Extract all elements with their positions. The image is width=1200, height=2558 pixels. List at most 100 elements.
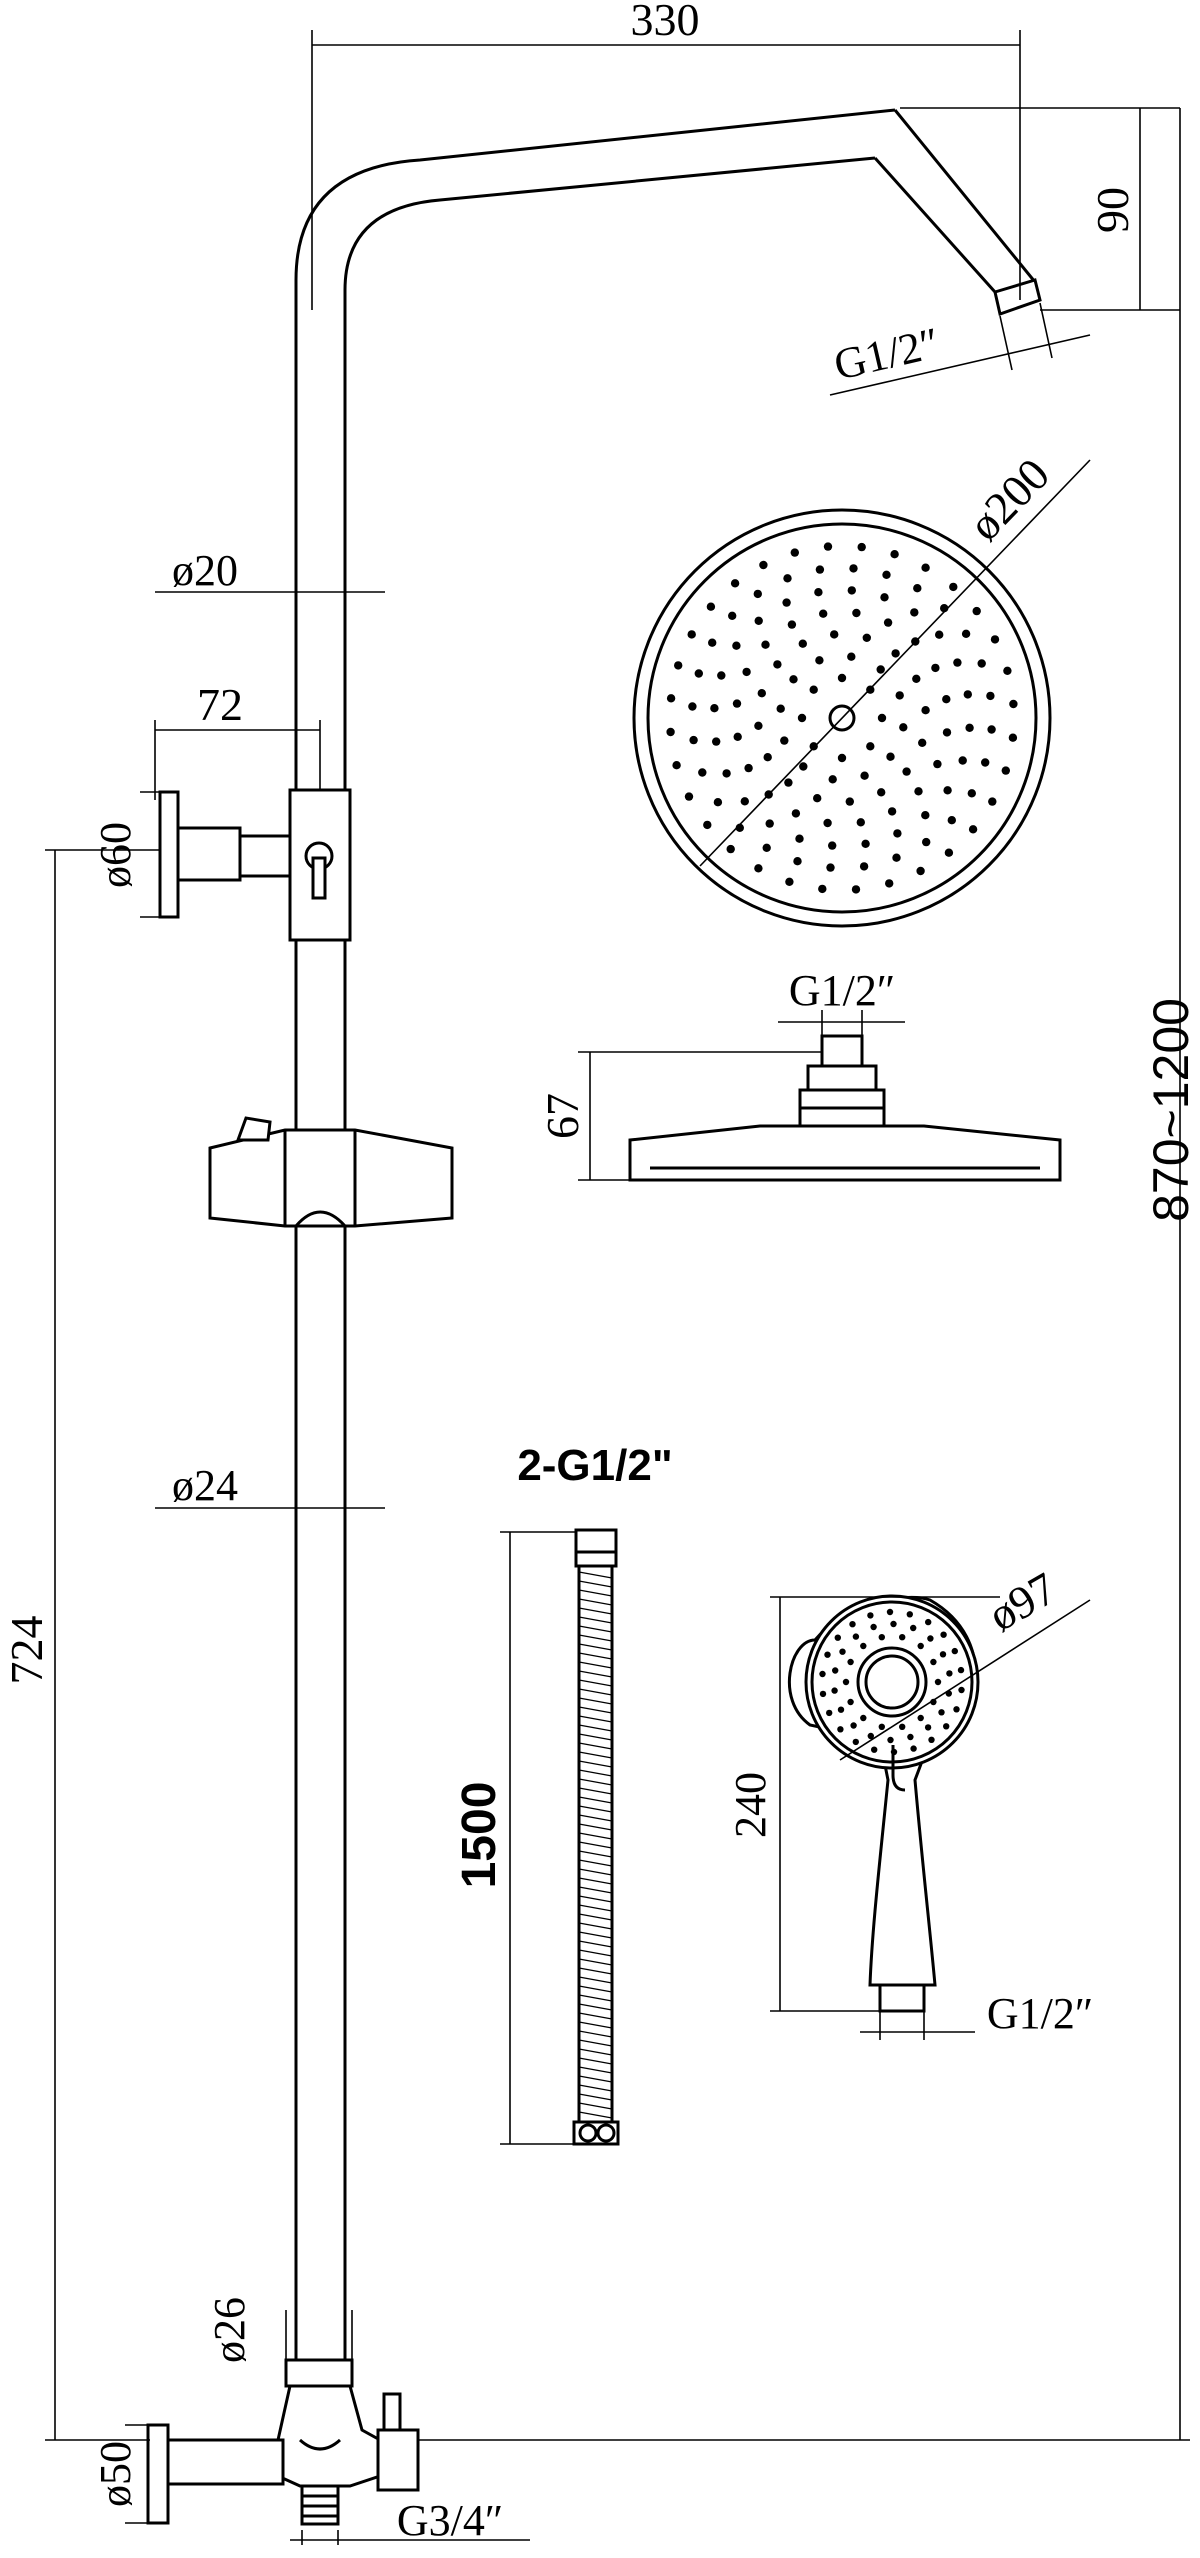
hose-coil: [578, 1643, 613, 1651]
hose-coil: [578, 1895, 613, 1903]
nozzle-dot: [823, 542, 833, 551]
hose-coil: [578, 2057, 613, 2065]
hand-nozzle-dot: [930, 1658, 937, 1666]
dim-head-height: 67: [537, 1093, 588, 1139]
nozzle-dot: [968, 825, 978, 834]
nozzle-dot: [861, 839, 870, 848]
nozzle-dot: [759, 560, 768, 570]
hand-nozzle-dot: [934, 1678, 942, 1686]
hand-nozzle-dot: [832, 1667, 839, 1674]
nozzle-dot: [949, 582, 958, 592]
hose-coil: [578, 1850, 613, 1858]
hose-coil: [578, 1733, 613, 1741]
dim-inlet-thread: G3/4″: [397, 2496, 503, 2545]
hand-nozzle-dot: [958, 1686, 965, 1694]
nozzle-dot: [776, 704, 785, 713]
dim-head-thread: G1/2″: [789, 966, 895, 1015]
slide-bar-holder: [208, 1116, 454, 1228]
hose-coil: [578, 2039, 613, 2047]
nozzle-dot: [783, 574, 792, 583]
hose-coil: [578, 2012, 613, 2020]
nozzle-dot: [717, 671, 726, 680]
hose-coil: [578, 2048, 613, 2056]
nozzle-dot: [963, 690, 972, 699]
nozzle-dot: [893, 829, 902, 838]
hand-nozzle-dot: [940, 1631, 947, 1638]
nozzle-dot: [830, 630, 839, 639]
nozzle-dot: [862, 633, 871, 642]
hand-nozzle-dot: [938, 1709, 945, 1716]
hose-coil: [578, 1634, 613, 1642]
nozzle-dot: [694, 669, 703, 678]
hand-nozzle-dot: [946, 1670, 953, 1677]
hose-coil: [578, 1661, 613, 1669]
hose-coil: [578, 2084, 613, 2092]
nozzle-dot: [740, 797, 749, 806]
hose-coil: [578, 1940, 613, 1948]
dim-column-height: 724: [1, 1616, 52, 1685]
hose-coil: [578, 2075, 613, 2083]
hand-nozzle-dot: [951, 1647, 958, 1655]
hose-coil: [578, 1616, 613, 1624]
hose-coil: [578, 1670, 613, 1678]
dim-upper-tube: ø20: [172, 546, 238, 595]
hand-nozzle-dot: [917, 1714, 924, 1722]
nozzle-dot: [703, 820, 712, 830]
nozzle-dot: [847, 652, 856, 661]
hose-coil: [578, 1697, 613, 1705]
nozzle-dot: [828, 841, 837, 850]
nozzle-dot: [793, 857, 802, 866]
hose-coil: [578, 1679, 613, 1687]
nozzle-dot: [814, 588, 823, 597]
nozzle-dot: [753, 589, 762, 599]
nozzle-dot: [921, 706, 930, 715]
nozzle-dot: [773, 660, 782, 669]
hand-nozzle-dot: [910, 1745, 917, 1752]
nozzle-dot: [891, 649, 900, 658]
hand-nozzle-dot: [852, 1633, 860, 1640]
nozzle-dot: [733, 732, 742, 741]
hand-nozzle-dot: [943, 1723, 950, 1730]
nozzle-dot: [988, 797, 997, 806]
nozzle-dot: [790, 548, 799, 557]
nozzle-dot: [732, 699, 742, 708]
dim-arm-thread: G1/2″: [829, 318, 944, 390]
hose-coil: [578, 1886, 613, 1894]
hose-coil-lines: [578, 1571, 613, 2119]
hand-nozzle-dot: [837, 1706, 845, 1713]
overhead-shower-side-view: [628, 1034, 1062, 1182]
nozzle-dot: [942, 728, 952, 737]
nozzle-dot: [837, 753, 847, 763]
nozzle-dot: [883, 618, 893, 627]
nozzle-dot: [857, 542, 866, 552]
hose-coil: [578, 1751, 613, 1759]
hand-nozzle-dot: [860, 1642, 867, 1650]
nozzle-dot: [987, 725, 996, 734]
nozzle-dot: [728, 611, 737, 620]
hand-nozzle-dot: [887, 1736, 894, 1744]
hand-nozzle-dot: [850, 1722, 857, 1729]
diverter-valve: [146, 2358, 420, 2526]
nozzle-dot: [795, 834, 804, 843]
hand-nozzle-dot: [847, 1698, 854, 1706]
hose-coil: [578, 1868, 613, 1876]
hose-coil: [578, 1580, 613, 1588]
dim-hose-threads: 2-G1/2": [517, 1441, 672, 1490]
hand-nozzle-dot: [834, 1634, 841, 1641]
nozzle-dot: [977, 659, 986, 668]
hose-coil: [578, 2093, 613, 2101]
hose-coil: [578, 1607, 613, 1615]
hose-coil: [578, 1571, 613, 1579]
hand-nozzle-dot: [924, 1724, 932, 1731]
nozzle-dot: [730, 579, 740, 588]
hand-nozzle-dot: [928, 1736, 935, 1744]
hose-coil: [578, 1724, 613, 1732]
nozzle-dot: [947, 816, 956, 825]
nozzle-dot: [689, 735, 698, 745]
hose-coil: [578, 1832, 613, 1840]
nozzle-dot: [784, 778, 793, 787]
dim-bottom-flange: ø50: [91, 2441, 140, 2507]
nozzle-dot: [967, 789, 976, 798]
dim-hose-length: 1500: [453, 1782, 506, 1889]
nozzle-dot: [972, 606, 981, 616]
